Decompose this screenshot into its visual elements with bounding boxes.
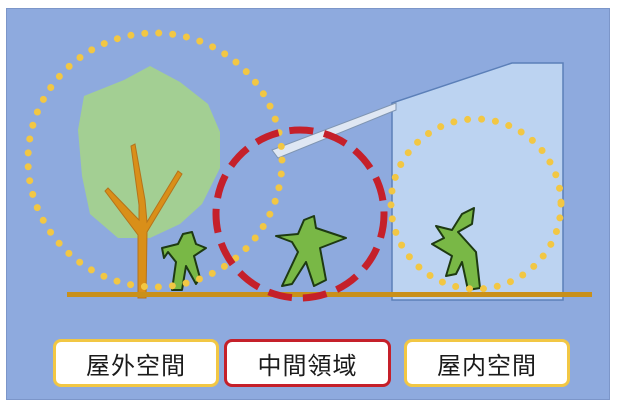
person-icon-outdoor [161, 231, 207, 291]
tree-trunk-icon [104, 143, 183, 299]
person-icon-middle [275, 215, 347, 287]
middle-area-ring [212, 126, 388, 302]
indoor-space-ring [387, 115, 565, 293]
tree-foliage-icon [78, 66, 220, 238]
outdoor-space-label: 屋外空間 [53, 339, 219, 387]
outdoor-space-ring [24, 29, 286, 291]
eave-canopy [271, 102, 397, 159]
middle-area-label: 中間領域 [224, 339, 391, 387]
person-icon-indoor [431, 207, 481, 291]
ground-line [67, 292, 592, 297]
building-icon [391, 62, 564, 301]
indoor-space-label: 屋内空間 [404, 339, 570, 387]
